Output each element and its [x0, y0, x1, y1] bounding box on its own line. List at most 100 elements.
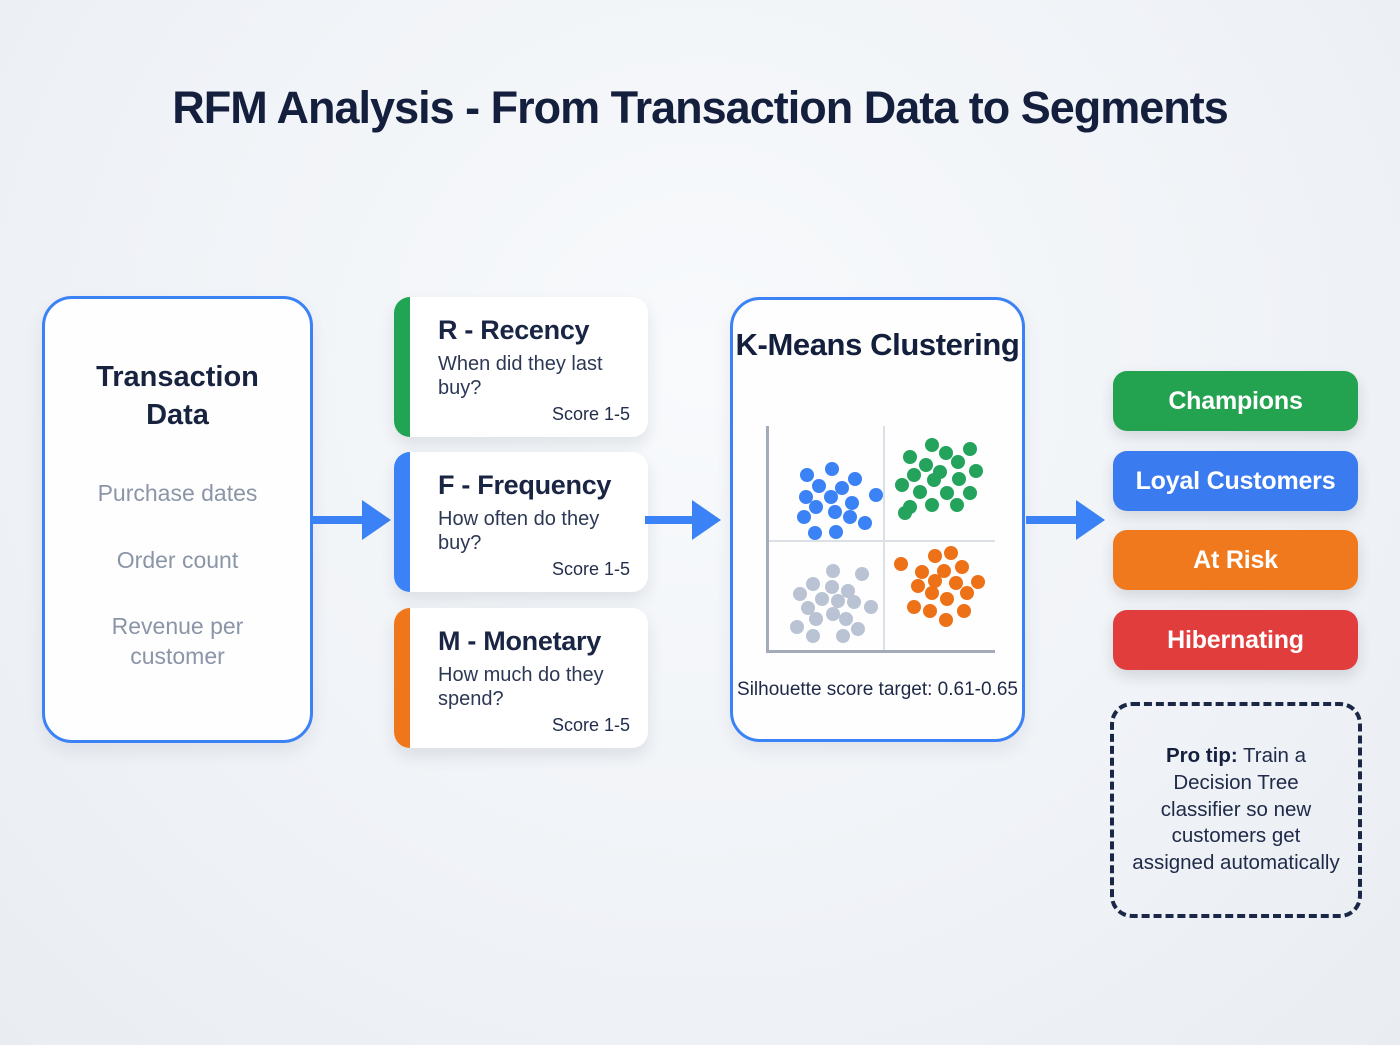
cluster-dot-orange	[911, 579, 925, 593]
cluster-dot-blue	[845, 496, 859, 510]
cluster-dot-gray	[826, 564, 840, 578]
cluster-dot-gray	[839, 612, 853, 626]
page-title: RFM Analysis - From Transaction Data to …	[172, 82, 1229, 133]
segment-loyal-customers: Loyal Customers	[1113, 451, 1358, 511]
frequency-title: F - Frequency	[438, 470, 612, 500]
transaction-item-revenue: Revenue per customer	[111, 613, 244, 670]
cluster-dot-gray	[831, 594, 845, 608]
cluster-dot-blue	[809, 500, 823, 514]
pro-tip-body: Train a Decision Tree classifier so new …	[1132, 744, 1340, 874]
arrow-shaft	[1026, 516, 1079, 524]
cluster-dot-orange	[955, 560, 969, 574]
pro-tip-box: Pro tip: Train a Decision Tree classifie…	[1110, 702, 1362, 918]
cluster-dot-orange	[960, 586, 974, 600]
cluster-dot-gray	[826, 607, 840, 621]
cluster-dot-green	[952, 472, 966, 486]
cluster-dot-blue	[858, 516, 872, 530]
rfm-card-recency: R - Recency When did they last buy? Scor…	[394, 297, 648, 437]
cluster-dot-gray	[851, 622, 865, 636]
cluster-dot-green	[940, 486, 954, 500]
cluster-dot-orange	[907, 600, 921, 614]
cluster-dot-blue	[848, 472, 862, 486]
cluster-dot-orange	[928, 549, 942, 563]
cluster-dot-gray	[801, 601, 815, 615]
cluster-dot-green	[927, 473, 941, 487]
kmeans-clustering-box: K-Means Clustering Silhouette score targ…	[730, 297, 1025, 742]
cluster-dot-green	[913, 485, 927, 499]
cluster-dot-orange	[937, 564, 951, 578]
cluster-dot-blue	[800, 468, 814, 482]
cluster-dot-orange	[915, 565, 929, 579]
cluster-dot-gray	[793, 587, 807, 601]
monetary-question: How much do they spend?	[438, 664, 604, 711]
arrow-shaft	[645, 516, 695, 524]
kmeans-title: K-Means Clustering	[735, 327, 1020, 362]
cluster-dot-green	[925, 438, 939, 452]
cluster-dot-blue	[797, 510, 811, 524]
cluster-dot-gray	[847, 595, 861, 609]
cluster-dot-gray	[806, 577, 820, 591]
cluster-dot-blue	[812, 479, 826, 493]
cluster-dot-green	[895, 478, 909, 492]
monetary-title: M - Monetary	[438, 626, 601, 656]
cluster-dot-green	[898, 506, 912, 520]
cluster-dot-gray	[855, 567, 869, 581]
cluster-dot-orange	[957, 604, 971, 618]
cluster-dot-orange	[940, 592, 954, 606]
segment-champions: Champions	[1113, 371, 1358, 431]
arrow-head-icon	[362, 500, 391, 540]
cluster-dot-orange	[928, 574, 942, 588]
cluster-dot-green	[963, 486, 977, 500]
cluster-dot-green	[969, 464, 983, 478]
cluster-dot-orange	[894, 557, 908, 571]
monetary-accent-bar	[394, 608, 410, 748]
cluster-dot-blue	[824, 490, 838, 504]
flow-arrow-rfm-to-kmeans	[645, 500, 721, 540]
cluster-dot-blue	[825, 462, 839, 476]
cluster-dot-green	[925, 498, 939, 512]
cluster-dot-gray	[806, 629, 820, 643]
rfm-card-monetary: M - Monetary How much do they spend? Sco…	[394, 608, 648, 748]
flow-arrow-kmeans-to-segments	[1026, 500, 1105, 540]
cluster-dot-orange	[939, 613, 953, 627]
recency-score: Score 1-5	[551, 404, 630, 424]
frequency-question: How often do they buy?	[438, 508, 600, 555]
cluster-dot-green	[939, 446, 953, 460]
transaction-item-purchase-dates: Purchase dates	[97, 480, 258, 507]
cluster-dot-orange	[944, 546, 958, 560]
cluster-dot-gray	[825, 580, 839, 594]
rfm-card-frequency: F - Frequency How often do they buy? Sco…	[394, 452, 648, 592]
segment-hibernating: Hibernating	[1113, 610, 1358, 670]
silhouette-score-caption: Silhouette score target: 0.61-0.65	[737, 679, 1018, 700]
arrow-head-icon	[692, 500, 721, 540]
cluster-dot-gray	[809, 612, 823, 626]
cluster-dot-gray	[841, 584, 855, 598]
frequency-score: Score 1-5	[551, 559, 630, 579]
segment-at-risk: At Risk	[1113, 530, 1358, 590]
cluster-dot-orange	[971, 575, 985, 589]
cluster-dot-gray	[836, 629, 850, 643]
cluster-dot-blue	[869, 488, 883, 502]
cluster-dot-blue	[829, 525, 843, 539]
cluster-dot-blue	[843, 510, 857, 524]
quadrant-divider-horizontal	[769, 540, 995, 542]
transaction-data-title: Transaction Data	[96, 361, 259, 431]
quadrant-divider-vertical	[883, 426, 885, 650]
arrow-shaft	[313, 516, 365, 524]
cluster-dot-blue	[828, 505, 842, 519]
monetary-score: Score 1-5	[551, 715, 630, 735]
flow-arrow-transaction-to-rfm	[313, 500, 391, 540]
cluster-dot-gray	[790, 620, 804, 634]
frequency-accent-bar	[394, 452, 410, 592]
cluster-dot-green	[951, 455, 965, 469]
cluster-dot-green	[950, 498, 964, 512]
cluster-dot-gray	[864, 600, 878, 614]
cluster-dot-green	[907, 468, 921, 482]
transaction-data-box: Transaction Data Purchase dates Order co…	[42, 296, 313, 743]
cluster-plot	[766, 426, 995, 653]
cluster-dot-gray	[815, 592, 829, 606]
recency-title: R - Recency	[438, 315, 590, 345]
arrow-head-icon	[1076, 500, 1105, 540]
cluster-dot-green	[919, 458, 933, 472]
